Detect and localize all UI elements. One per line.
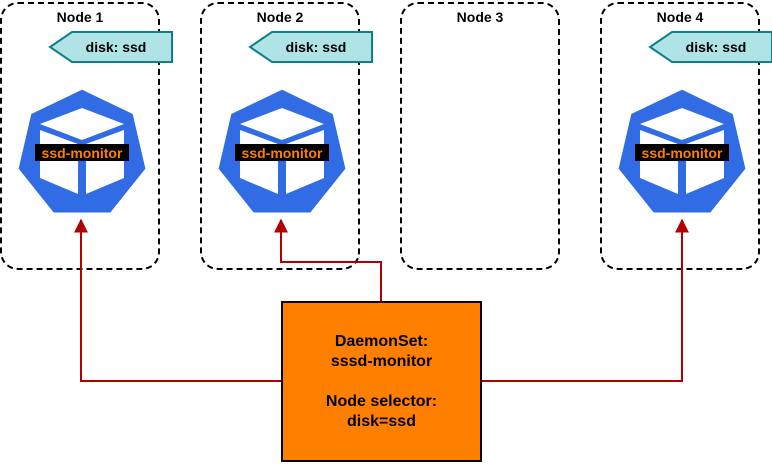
kubernetes-pod-icon: ssd-monitor [215,86,349,216]
daemonset-box: DaemonSet: sssd-monitor Node selector: d… [281,301,482,462]
node-selector-value: disk=ssd [347,412,416,430]
node-2-label-text: disk: ssd [286,39,347,55]
node-selector-label: Node selector: [325,392,438,410]
node-2-title: Node 2 [256,9,304,25]
node-1-label-text: disk: ssd [86,39,147,55]
arrow-to-node-2 [274,218,382,301]
node-3-title: Node 3 [456,9,504,25]
node-3-box: Node 3 [400,2,560,270]
node-4-box: Node 4 [600,2,760,270]
node-4-label-text: disk: ssd [686,39,747,55]
node-1-pod-text: ssd-monitor [42,145,123,161]
node-4-pod-text: ssd-monitor [642,145,723,161]
node-4-title: Node 4 [656,9,704,25]
node-2-box: Node 2 [200,2,360,270]
arrow-to-node-4 [482,218,689,382]
label-tag-icon: disk: ssd [48,31,173,63]
daemonset-kind-label: DaemonSet: [334,332,429,350]
kubernetes-pod-icon: ssd-monitor [15,86,149,216]
kubernetes-pod-icon: ssd-monitor [615,86,749,216]
arrow-to-node-1 [74,218,281,382]
label-tag-icon: disk: ssd [648,31,772,63]
label-tag-icon: disk: ssd [248,31,373,63]
node-1-title: Node 1 [56,9,104,25]
node-2-pod-text: ssd-monitor [242,145,323,161]
daemonset-name: sssd-monitor [330,352,433,370]
